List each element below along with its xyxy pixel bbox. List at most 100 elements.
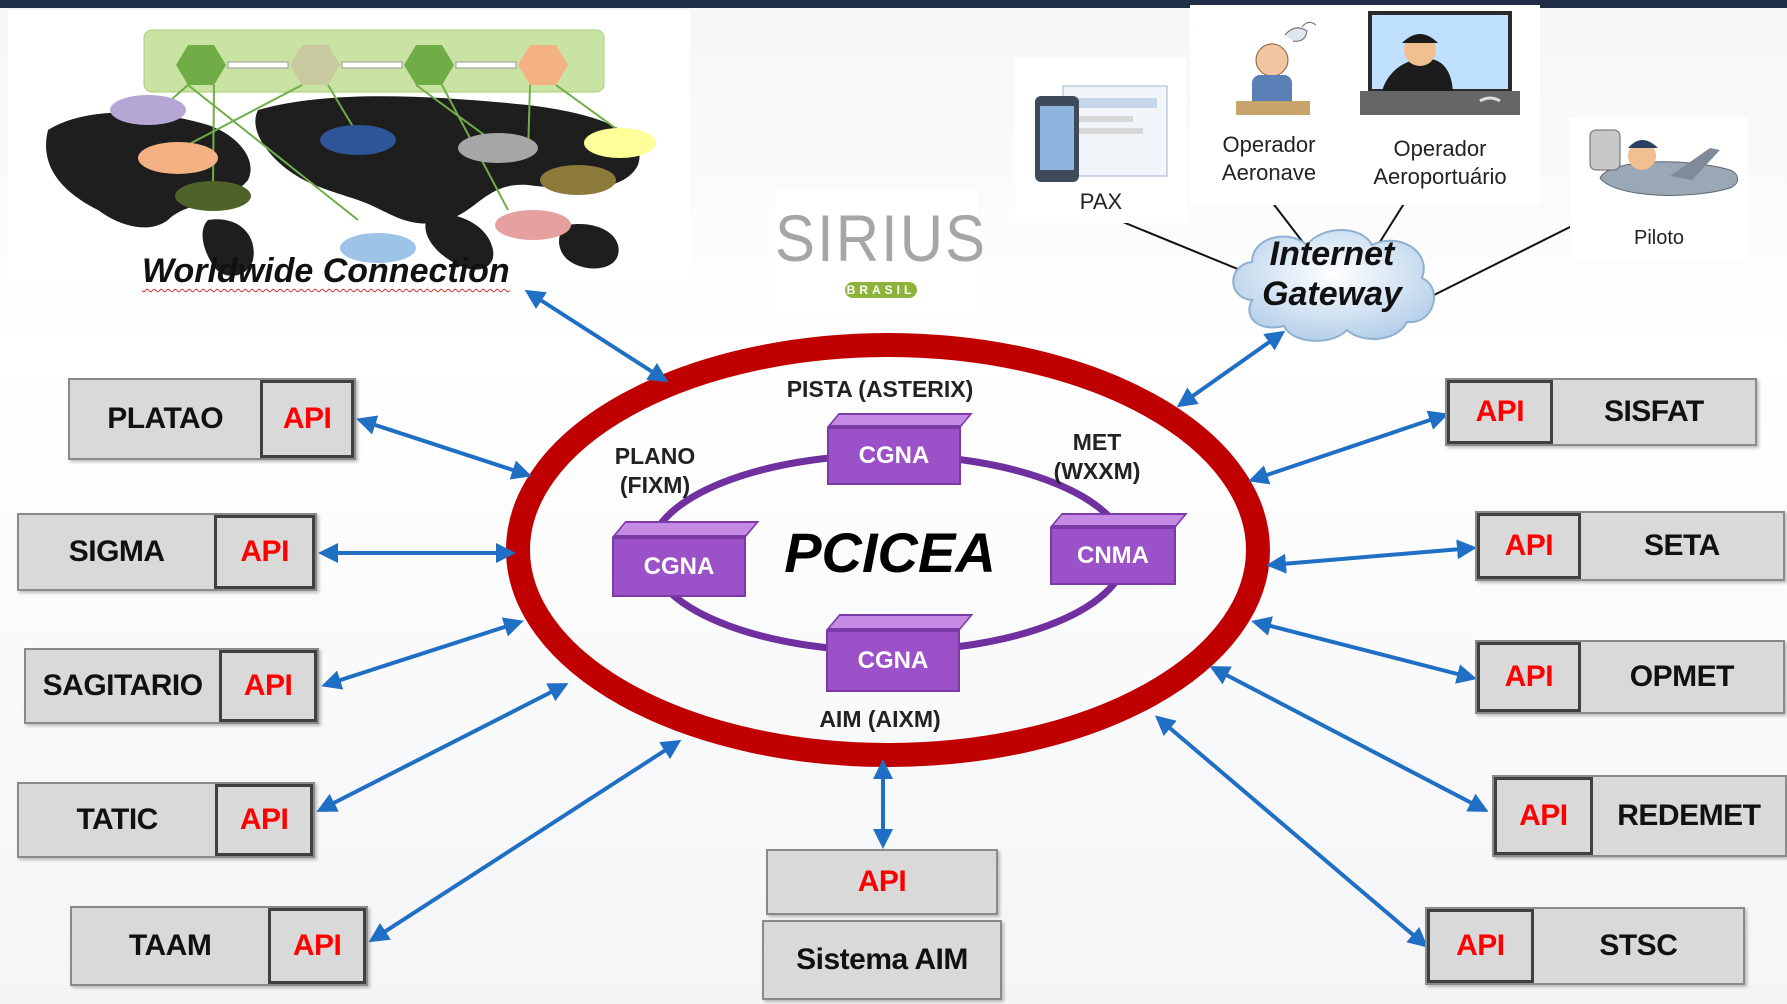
platao-system[interactable]: PLATAO API — [68, 378, 356, 460]
redemet-system[interactable]: API REDEMET — [1492, 775, 1787, 857]
sisfat-name: SISFAT — [1603, 395, 1704, 428]
sirius-badge: BRASIL — [845, 282, 917, 298]
arrow-redemet — [1209, 666, 1489, 812]
tatic-system[interactable]: TATIC API — [17, 782, 315, 858]
aim-api-box[interactable]: API — [766, 849, 998, 915]
operador-aeronave-line2: Aeronave — [1221, 159, 1317, 185]
operador-aeroportuario-icon — [1360, 11, 1520, 115]
operador-aeronave-panel: Operador Aeronave — [1190, 5, 1360, 205]
opmet-name: OPMET — [1629, 660, 1735, 693]
line-operador-aeroportuario — [1377, 201, 1406, 246]
aim-label: AIM (AIXM) — [819, 706, 941, 732]
pilot-airplane-icon — [1589, 129, 1738, 196]
stsc-system[interactable]: API STSC — [1425, 907, 1745, 985]
cgna-node-top: CGNA — [827, 413, 977, 485]
cgna-left-label: CGNA — [612, 537, 746, 597]
operador-aeronave-label: Operador Aeronave — [1190, 131, 1348, 186]
taam-name: TAAM — [128, 929, 212, 962]
pcicea-outer-ring — [506, 333, 1270, 767]
met-label: MET (WXXM) — [1042, 428, 1152, 486]
provider-hexagons — [176, 45, 568, 85]
operador-aeroportuario-label: Operador Aeroportuário — [1340, 135, 1540, 190]
pax-panel: PAX — [1015, 58, 1187, 223]
met-line1: MET — [1072, 429, 1122, 455]
cloud-shape — [1232, 229, 1435, 342]
internet-line: Internet — [1269, 235, 1395, 273]
arrow-opmet — [1251, 616, 1477, 684]
user-lines — [1117, 201, 1599, 299]
cgna-top-label: CGNA — [827, 427, 961, 485]
arrow-sagitario — [321, 617, 524, 690]
redemet-name: REDEMET — [1617, 799, 1761, 832]
cube-top — [1050, 513, 1188, 527]
cnma-right-label: CNMA — [1050, 527, 1176, 585]
sisfat-api[interactable]: API — [1447, 380, 1553, 444]
platao-api[interactable]: API — [260, 380, 354, 458]
arrow-taam — [368, 739, 682, 943]
sigma-name: SIGMA — [68, 535, 165, 568]
sagitario-api[interactable]: API — [219, 650, 317, 722]
pcicea-title: PCICEA — [784, 521, 996, 584]
plano-label: PLANO (FIXM) — [605, 442, 705, 500]
gateway-line: Gateway — [1262, 275, 1402, 314]
seta-system[interactable]: API SETA — [1475, 511, 1785, 581]
arrow-worldwide — [524, 289, 669, 383]
opmet-api[interactable]: API — [1477, 642, 1581, 712]
sagitario-system[interactable]: SAGITARIO API — [24, 648, 319, 724]
platao-name: PLATAO — [107, 402, 224, 435]
worldwide-panel: Worldwide Connection — [8, 10, 690, 290]
region-ellipses — [110, 95, 656, 263]
sigma-api[interactable]: API — [214, 515, 315, 589]
piloto-panel: Piloto — [1570, 118, 1748, 260]
internet-gateway-cloud: Internet Gateway — [1222, 220, 1442, 348]
cgna-bottom-label: CGNA — [826, 630, 960, 692]
pista-label: PISTA (ASTERIX) — [786, 376, 974, 402]
sigma-system[interactable]: SIGMA API — [17, 513, 317, 591]
top-bar — [0, 0, 1787, 8]
sirius-logo: SIRIUS BRASIL — [775, 190, 988, 315]
cube-top — [827, 413, 973, 427]
sagitario-name: SAGITARIO — [42, 669, 203, 702]
pax-label: PAX — [1079, 189, 1123, 214]
pax-devices-icon — [1035, 85, 1168, 182]
plano-line2: (FIXM) — [619, 471, 691, 498]
opmet-system[interactable]: API OPMET — [1475, 640, 1785, 714]
sistema-aim-box[interactable]: Sistema AIM — [762, 920, 1002, 1000]
cnma-node-right: CNMA — [1050, 510, 1190, 585]
line-piloto — [1427, 212, 1599, 299]
cube-top — [612, 521, 760, 537]
arrow-stsc — [1154, 715, 1429, 948]
arrow-seta — [1266, 539, 1477, 574]
worldwide-connection-label: Worldwide Connection — [142, 252, 510, 290]
sisfat-system[interactable]: API SISFAT — [1445, 378, 1757, 446]
line-pax — [1117, 219, 1246, 273]
operador-aeronave-icon — [1236, 21, 1317, 115]
aim-api[interactable]: API — [768, 851, 996, 913]
tatic-api[interactable]: API — [215, 784, 313, 856]
seta-api[interactable]: API — [1477, 513, 1581, 579]
operador-aeroportuario-panel: Operador Aeroportuário — [1340, 5, 1540, 205]
met-line2: (WXXM) — [1053, 457, 1141, 484]
tatic-name: TATIC — [76, 803, 158, 836]
operador-aeroportuario-line1: Operador — [1393, 136, 1487, 161]
piloto-label: Piloto — [1633, 227, 1685, 249]
operador-aeronave-line1: Operador — [1222, 132, 1316, 157]
stsc-api[interactable]: API — [1427, 909, 1534, 983]
seta-name: SETA — [1643, 529, 1720, 562]
plano-line1: PLANO — [614, 443, 696, 469]
world-map-image — [46, 29, 656, 276]
cgna-node-left: CGNA — [612, 517, 762, 597]
cube-top — [826, 614, 974, 630]
taam-system[interactable]: TAAM API — [70, 906, 368, 986]
sistema-aim-name: Sistema AIM — [796, 943, 968, 976]
taam-api[interactable]: API — [268, 908, 366, 984]
cgna-node-bottom: CGNA — [826, 612, 976, 692]
arrow-internet — [1176, 330, 1286, 408]
arrow-tatic — [316, 683, 569, 812]
operador-aeroportuario-line2: Aeroportuário — [1373, 163, 1507, 189]
sirius-wordmark: SIRIUS — [775, 201, 988, 276]
internet-gateway-label: Internet Gateway — [1222, 234, 1442, 314]
arrow-group — [316, 289, 1489, 948]
redemet-api[interactable]: API — [1494, 777, 1593, 855]
